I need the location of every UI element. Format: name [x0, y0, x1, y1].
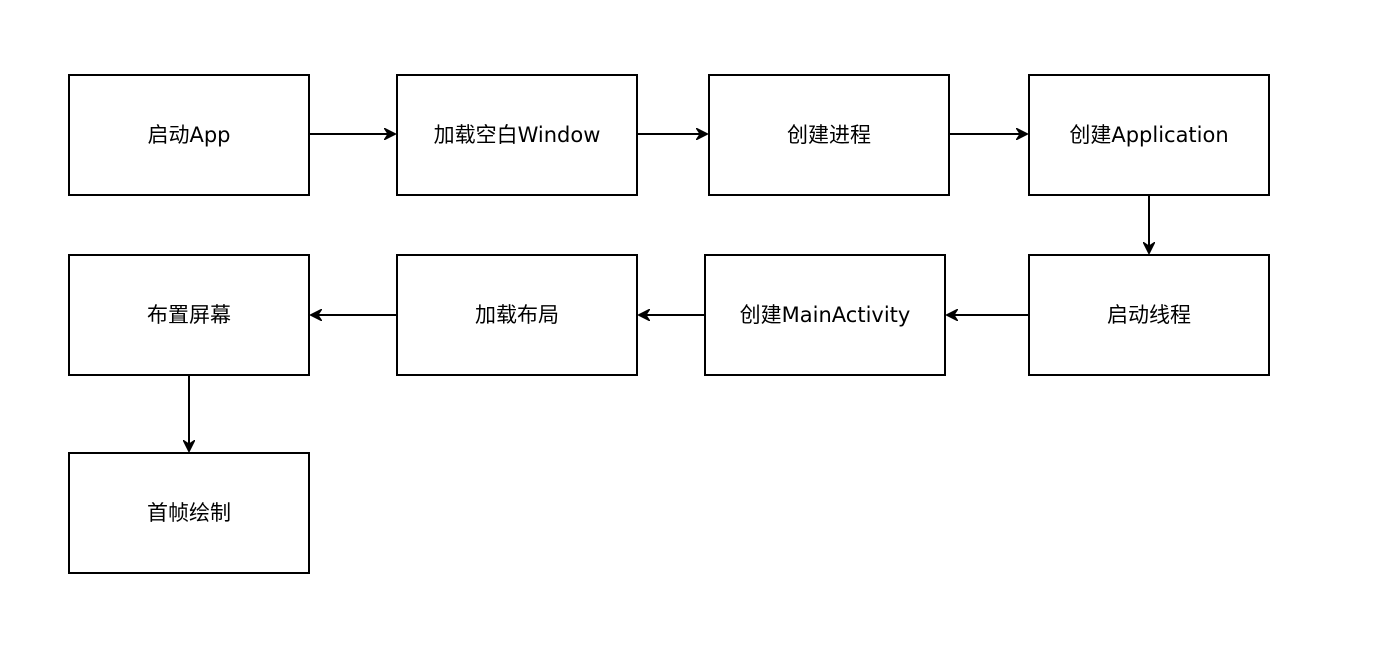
node-create-process: 创建进程	[708, 74, 950, 196]
node-create-mainactivity: 创建MainActivity	[704, 254, 946, 376]
node-first-frame-draw: 首帧绘制	[68, 452, 310, 574]
node-arrange-screen: 布置屏幕	[68, 254, 310, 376]
nodes-group: 启动App 加载空白Window 创建进程 创建Application 启动线程…	[68, 74, 1270, 574]
node-load-layout-label: 加载布局	[475, 303, 559, 327]
node-create-application: 创建Application	[1028, 74, 1270, 196]
node-arrange-screen-label: 布置屏幕	[147, 303, 231, 327]
node-first-frame-draw-label: 首帧绘制	[147, 501, 231, 525]
node-start-thread: 启动线程	[1028, 254, 1270, 376]
node-start-app-label: 启动App	[147, 123, 230, 147]
node-load-layout: 加载布局	[396, 254, 638, 376]
node-create-application-label: 创建Application	[1069, 123, 1228, 147]
edges-group	[189, 134, 1149, 451]
node-load-blank-window: 加载空白Window	[396, 74, 638, 196]
node-start-app: 启动App	[68, 74, 310, 196]
node-load-blank-window-label: 加载空白Window	[434, 123, 601, 147]
node-create-mainactivity-label: 创建MainActivity	[740, 303, 911, 327]
node-start-thread-label: 启动线程	[1107, 303, 1191, 327]
node-create-process-label: 创建进程	[787, 123, 871, 147]
